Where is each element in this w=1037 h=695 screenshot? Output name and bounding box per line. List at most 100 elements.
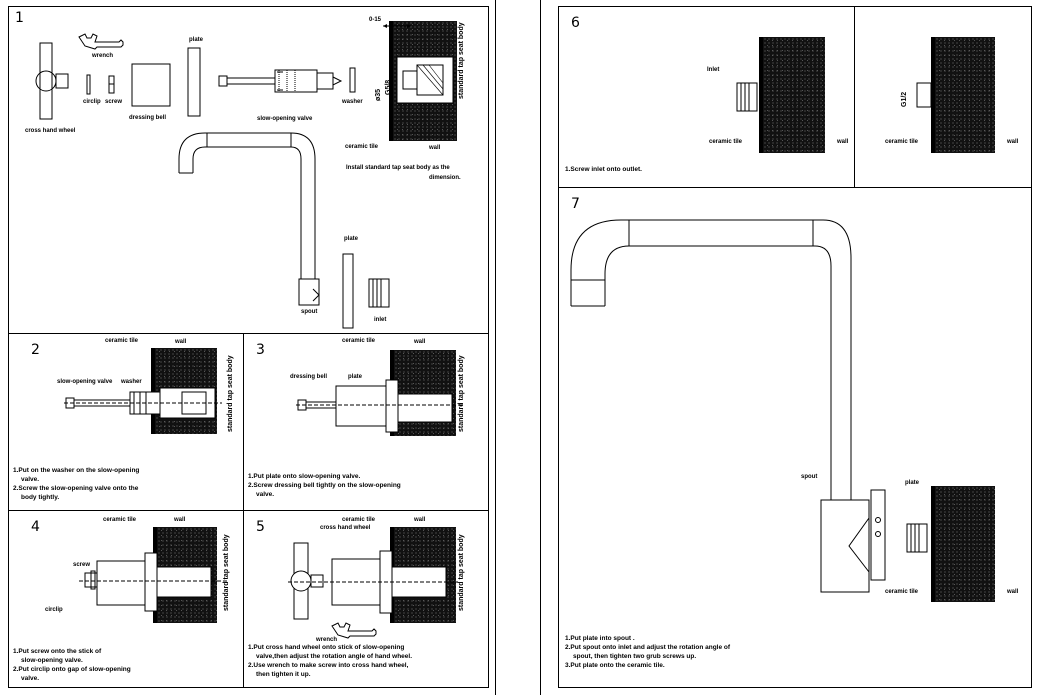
panel-4: 4 ceramic tile wall screw circlip standa… (8, 510, 244, 688)
step-number: 5 (256, 519, 265, 535)
plate-drawing (870, 489, 886, 581)
cross-hand-wheel-drawing (35, 42, 69, 120)
outlet-drawing (916, 82, 932, 108)
ceramic-tile-strip (759, 37, 763, 153)
label-wrench: wrench (316, 637, 338, 643)
step-number: 2 (31, 342, 40, 358)
label-washer: washer (342, 99, 363, 105)
wrench-drawing (331, 622, 377, 639)
panel-6: 6 Inlet ceramic tile wall 1.Screw inlet … (558, 6, 1032, 188)
label-tap-seat-body: standard tap seat body (458, 22, 465, 99)
step-number: 7 (571, 196, 580, 212)
step-instructions: 1.Screw inlet onto outlet. (565, 166, 642, 173)
label-tap-seat-body: standard tap seat body (227, 355, 234, 432)
label-wall: wall (174, 517, 186, 523)
label-circlip: circlip (83, 99, 101, 105)
inlet-installed-drawing (736, 82, 758, 112)
label-plate-top: plate (189, 37, 204, 43)
label-ceramic-tile: ceramic tile (885, 589, 919, 595)
label-washer: washer (121, 379, 142, 385)
label-plate: plate (348, 374, 363, 380)
assembly-drawing (79, 552, 227, 612)
label-inlet: Inlet (707, 67, 720, 73)
plate-bottom-drawing (342, 253, 354, 329)
panel-6-divider (854, 7, 855, 187)
label-tap-seat-body: standard tap seat body (223, 534, 230, 611)
panel-3: 3 ceramic tile wall dressing bell plate … (243, 333, 489, 511)
label-ceramic-tile: ceramic tile (709, 139, 743, 145)
label-dressing-bell: dressing bell (129, 115, 167, 121)
assembly-drawing (64, 387, 222, 419)
label-dressing-bell: dressing bell (290, 374, 328, 380)
label-screw: screw (105, 99, 123, 105)
inlet-drawing (906, 523, 928, 553)
step-instructions: 1.Put cross hand wheel onto stick of slo… (248, 644, 413, 678)
assembly-drawing (296, 379, 462, 433)
assembly-drawing (288, 542, 458, 620)
label-cross-hand-wheel: cross hand wheel (25, 128, 76, 134)
panel-2: 2 ceramic tile wall slow-opening valve w… (8, 333, 244, 511)
label-wall: wall (414, 339, 426, 345)
left-sheet: 1 cross hand wheel wrench circlip screw … (0, 0, 497, 695)
dressing-bell-drawing (131, 63, 171, 107)
wall-block (763, 37, 825, 153)
label-wall: wall (414, 517, 426, 523)
spout-pipe-drawing (178, 132, 320, 306)
label-tap-seat-body: standard tap seat body (458, 355, 465, 432)
ceramic-tile-strip (151, 348, 155, 434)
label-screw: screw (73, 562, 91, 568)
ceramic-tile-strip (389, 21, 393, 141)
step-instructions: 1.Put on the washer on the slow-opening … (13, 467, 140, 501)
label-wall: wall (429, 145, 441, 151)
label-slow-opening-valve: slow-opening valve (57, 379, 113, 385)
label-wall: wall (1007, 589, 1019, 595)
left-sheet-border (495, 0, 496, 695)
label-ceramic-tile: ceramic tile (342, 338, 376, 344)
step-instructions: 1.Put plate onto slow-opening valve. 2.S… (248, 473, 401, 498)
label-plate: plate (905, 480, 920, 486)
label-cross-hand-wheel: cross hand wheel (320, 525, 371, 531)
label-wall-2: wall (1007, 139, 1019, 145)
label-ceramic-tile: ceramic tile (105, 338, 139, 344)
panel-5: 5 ceramic tile wall cross hand wheel wre… (243, 510, 489, 688)
label-ceramic-tile: ceramic tile (342, 517, 376, 523)
tap-seat-body-drawing (396, 56, 454, 104)
step-number: 4 (31, 519, 40, 535)
circlip-drawing (86, 74, 91, 95)
label-ceramic-tile: ceramic tile (345, 144, 379, 150)
label-ceramic-tile: ceramic tile (103, 517, 137, 523)
label-ceramic-tile-2: ceramic tile (885, 139, 919, 145)
panel-7: 7 spout plate ceramic tile wall 1.Put pl… (558, 187, 1032, 688)
label-wall: wall (837, 139, 849, 145)
plate-drawing (187, 47, 201, 117)
label-circlip: circlip (45, 607, 63, 613)
label-dim-0-15: 0-15 (369, 17, 382, 23)
label-install-text: Install standard tap seat body as the (346, 165, 450, 171)
label-dim-35: ø35 (375, 88, 382, 101)
ceramic-tile-strip-2 (931, 37, 935, 153)
label-dim-g58: G5/8 (385, 79, 392, 95)
label-slow-opening-valve: slow-opening valve (257, 116, 313, 122)
label-spout: spout (301, 309, 318, 315)
step-number: 1 (15, 10, 24, 26)
step-instructions: 1.Put plate into spout . 2.Put spout ont… (565, 635, 731, 669)
wall-block-2 (935, 37, 995, 153)
label-wrench: wrench (92, 53, 114, 59)
label-inlet: inlet (374, 317, 387, 323)
dimension-line (383, 24, 411, 28)
label-install-text-2: dimension. (429, 175, 461, 181)
right-sheet: 6 Inlet ceramic tile wall 1.Screw inlet … (540, 0, 1037, 695)
panel-1: 1 cross hand wheel wrench circlip screw … (8, 6, 489, 334)
screw-drawing (108, 75, 115, 94)
label-plate-bottom: plate (344, 236, 359, 242)
ceramic-tile-strip (931, 486, 935, 602)
wall-block (935, 486, 995, 602)
right-sheet-border (540, 0, 541, 695)
slow-opening-valve-drawing (218, 69, 343, 93)
step-instructions: 1.Put screw onto the stick of slow-openi… (13, 648, 131, 682)
label-wall: wall (175, 339, 187, 345)
step-number: 3 (256, 342, 265, 358)
wrench-drawing (78, 33, 124, 50)
label-spout: spout (801, 474, 818, 480)
spout-pipe-drawing (570, 219, 870, 593)
